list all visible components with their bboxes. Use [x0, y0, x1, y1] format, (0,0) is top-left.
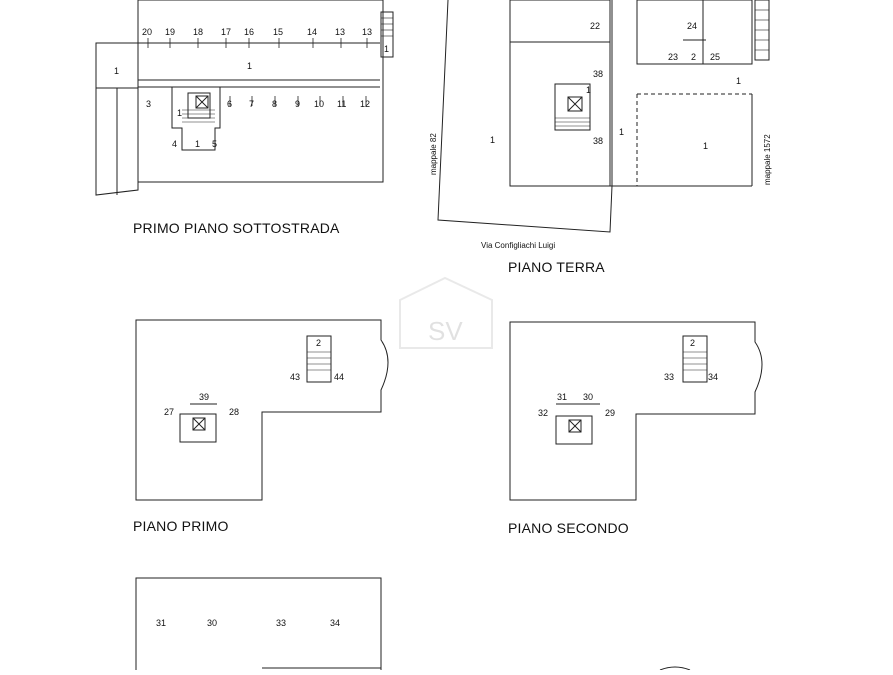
- unit-label: 7: [249, 99, 254, 109]
- sottostrada-labels: 20 19 18 17 16 15 14 13 13 3 6 7 8 9 10 …: [114, 27, 389, 149]
- elevator-icon: [192, 417, 206, 431]
- unit-label: 1: [384, 44, 389, 54]
- unit-label: 13: [362, 27, 372, 37]
- unit-label: 2: [691, 52, 696, 62]
- watermark-text: SV: [428, 316, 463, 346]
- unit-label: 34: [330, 618, 340, 628]
- unit-label: 4: [172, 139, 177, 149]
- primo-labels: 2 43 44 39 27 28: [164, 338, 344, 417]
- street-label: Via Configliachi Luigi: [481, 241, 555, 250]
- unit-label: 22: [590, 21, 600, 31]
- unit-label: 16: [244, 27, 254, 37]
- unit-label: 39: [199, 392, 209, 402]
- elevator-icon: [567, 96, 583, 112]
- plan-sottostrada: [95, 0, 394, 196]
- unit-label: 6: [227, 99, 232, 109]
- unit-label: 30: [583, 392, 593, 402]
- unit-label: 18: [193, 27, 203, 37]
- unit-label: 2: [316, 338, 321, 348]
- unit-label: 28: [229, 407, 239, 417]
- unit-label: 19: [165, 27, 175, 37]
- unit-label: 13: [335, 27, 345, 37]
- unit-label: 34: [708, 372, 718, 382]
- elevator-icon: [195, 95, 209, 109]
- unit-label: 5: [212, 139, 217, 149]
- unit-label: 17: [221, 27, 231, 37]
- unit-label: 33: [276, 618, 286, 628]
- unit-label: 32: [538, 408, 548, 418]
- unit-label: 33: [664, 372, 674, 382]
- unit-label: 23: [668, 52, 678, 62]
- unit-label: 10: [314, 99, 324, 109]
- unit-label: 14: [307, 27, 317, 37]
- unit-label: 38: [593, 69, 603, 79]
- caption-sottostrada: PRIMO PIANO SOTTOSTRADA: [133, 220, 340, 236]
- bottom-labels: 31 30 33 34: [156, 618, 340, 628]
- unit-label: 1: [177, 108, 182, 118]
- plan-secondo: [509, 321, 763, 501]
- secondo-labels: 2 33 34 31 30 32 29: [538, 338, 718, 418]
- unit-label: 15: [273, 27, 283, 37]
- terra-labels: 22 24 23 2 25 1 38 1 38 1 1 1 mappale 82…: [429, 21, 772, 250]
- unit-label: 1: [247, 61, 252, 71]
- caption-terra: PIANO TERRA: [508, 259, 605, 275]
- unit-label: 8: [272, 99, 277, 109]
- unit-label: 1: [195, 139, 200, 149]
- unit-label: 12: [360, 99, 370, 109]
- watermark-logo: SV: [399, 276, 493, 349]
- parcel-label-right: mappale 1572: [763, 134, 772, 185]
- unit-label: 2: [690, 338, 695, 348]
- unit-label: 43: [290, 372, 300, 382]
- unit-label: 1: [114, 66, 119, 76]
- unit-label: 31: [557, 392, 567, 402]
- unit-label: 1: [619, 127, 624, 137]
- unit-label: 1: [736, 76, 741, 86]
- unit-label: 30: [207, 618, 217, 628]
- unit-label: 11: [337, 99, 346, 109]
- parcel-label-left: mappale 82: [429, 133, 438, 175]
- unit-label: 44: [334, 372, 344, 382]
- unit-label: 9: [295, 99, 300, 109]
- unit-label: 31: [156, 618, 166, 628]
- unit-label: 1: [490, 135, 495, 145]
- unit-label: 1: [703, 141, 708, 151]
- unit-label: 25: [710, 52, 720, 62]
- unit-label: 3: [146, 99, 151, 109]
- unit-label: 24: [687, 21, 697, 31]
- unit-label: 38: [593, 136, 603, 146]
- plan-bottom: [135, 577, 691, 671]
- unit-label: 29: [605, 408, 615, 418]
- caption-primo: PIANO PRIMO: [133, 518, 229, 534]
- unit-label: 27: [164, 407, 174, 417]
- plan-terra: [437, 0, 770, 233]
- elevator-icon: [568, 419, 582, 433]
- unit-label: 1: [586, 85, 591, 95]
- caption-secondo: PIANO SECONDO: [508, 520, 629, 536]
- unit-label: 20: [142, 27, 152, 37]
- plan-primo: [135, 319, 389, 501]
